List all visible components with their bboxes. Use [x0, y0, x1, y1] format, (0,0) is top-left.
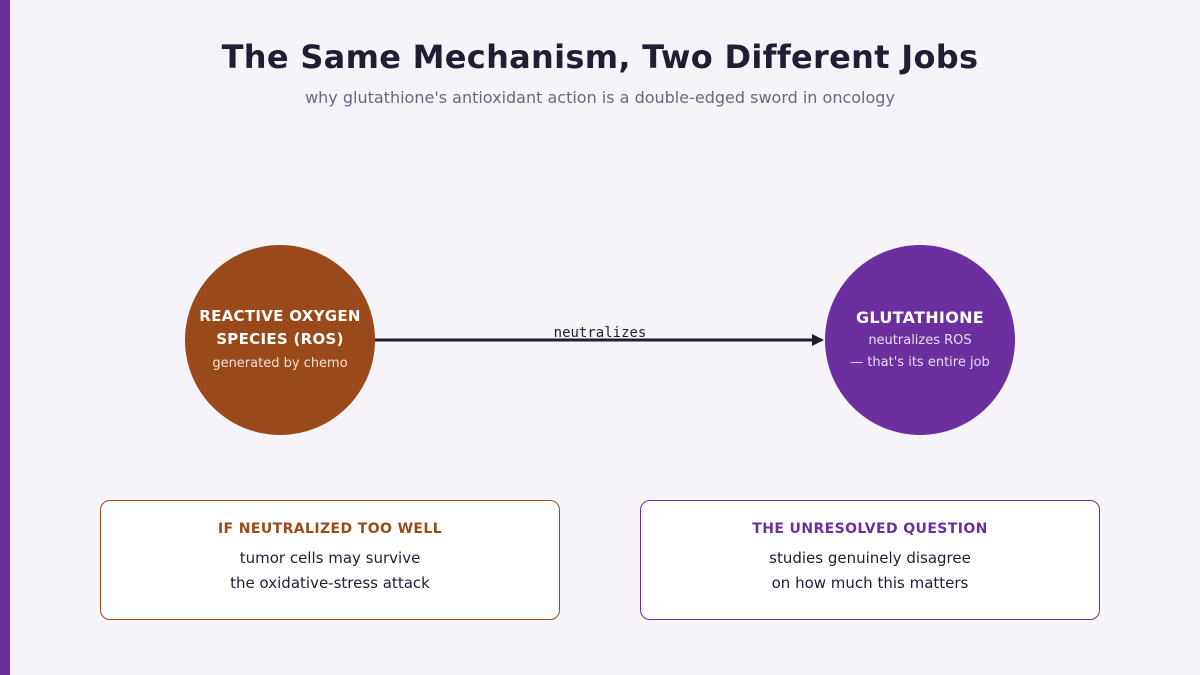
overneutralized-card-line1: tumor cells may survive	[239, 549, 421, 567]
glutathione-node-title: GLUTATHIONE	[855, 308, 985, 327]
unresolved-question-card: THE UNRESOLVED QUESTION studies genuinel…	[640, 500, 1100, 620]
edge-label: neutralizes	[553, 325, 647, 341]
ros-node-title-line1: REACTIVE OXYGEN	[199, 307, 361, 325]
unresolved-question-card-line2: on how much this matters	[771, 574, 969, 592]
ros-node-title-line2: SPECIES (ROS)	[216, 330, 344, 348]
overneutralized-card: IF NEUTRALIZED TOO WELL tumor cells may …	[100, 500, 560, 620]
ros-node: REACTIVE OXYGEN SPECIES (ROS) generated …	[185, 245, 375, 435]
accent-bar	[0, 0, 10, 675]
unresolved-question-card-line1: studies genuinely disagree	[769, 549, 971, 567]
page-subtitle: why glutathione's antioxidant action is …	[305, 88, 895, 107]
overneutralized-card-title: IF NEUTRALIZED TOO WELL	[217, 521, 443, 537]
glutathione-node-subtitle-line1: neutralizes ROS	[868, 333, 972, 348]
glutathione-node-subtitle-line2: — that's its entire job	[850, 355, 990, 370]
page-title: The Same Mechanism, Two Different Jobs	[221, 38, 979, 76]
ros-node-subtitle: generated by chemo	[212, 356, 348, 371]
glutathione-node: GLUTATHIONE neutralizes ROS — that's its…	[825, 245, 1015, 435]
overneutralized-card-line2: the oxidative-stress attack	[230, 574, 430, 592]
unresolved-question-card-title: THE UNRESOLVED QUESTION	[752, 521, 988, 537]
